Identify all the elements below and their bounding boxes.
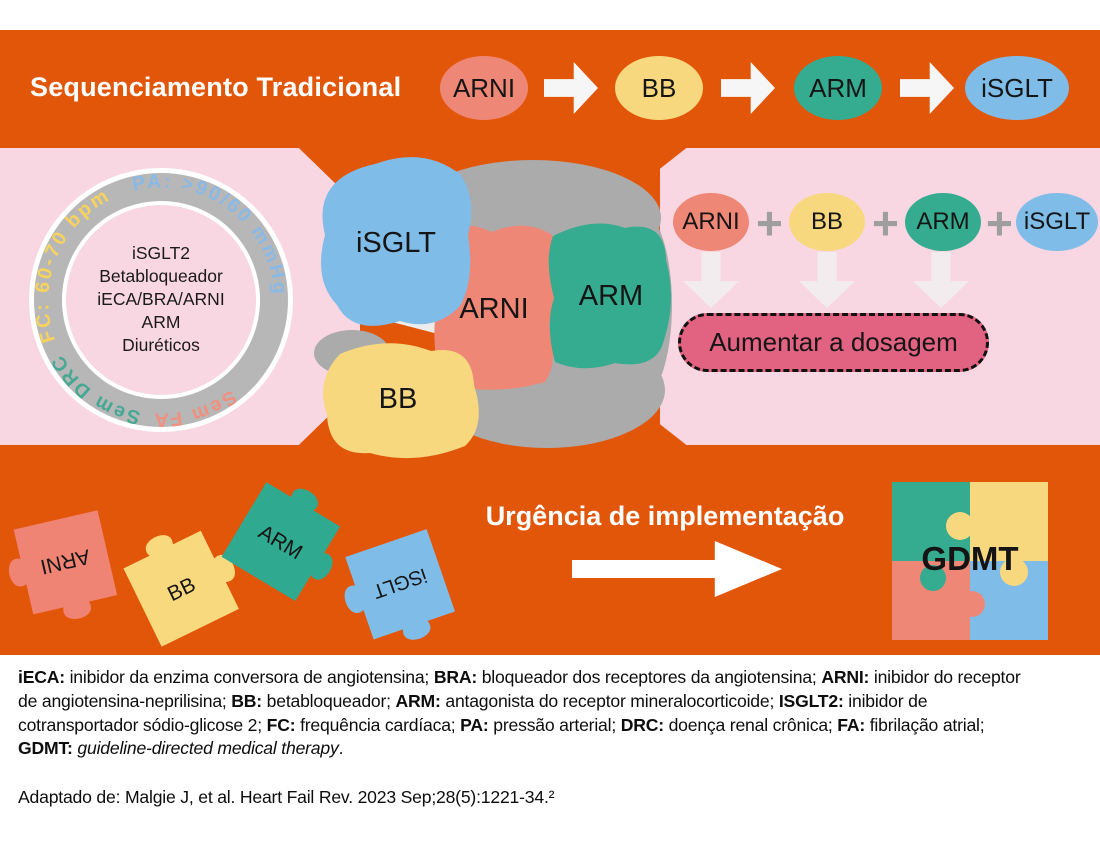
combo-item-label: iSGLT: [1023, 208, 1091, 235]
gdmt-label: GDMT: [921, 540, 1018, 577]
sequence-step-label: iSGLT: [981, 72, 1053, 103]
badge-drug-line: iSGLT2: [132, 243, 190, 263]
puzzle-piece-label: ARNI: [459, 293, 528, 325]
badge-drug-line: iECA/BRA/ARNI: [97, 289, 224, 309]
sequence-step-label: ARNI: [452, 72, 516, 103]
criteria-badge: FC: 60-70 bpm PA: >90/60 mmHg Sem FA Sem…: [29, 168, 293, 432]
puzzle-piece-shape: [8, 510, 118, 619]
plus-icon: +: [756, 197, 783, 249]
combo-item-label: ARM: [916, 208, 970, 235]
badge-drug-line: Betabloqueador: [99, 266, 223, 286]
plus-icon: +: [872, 197, 899, 249]
scattered-piece-arm: ARM: [221, 482, 341, 602]
combo-item-arm: ARM: [905, 193, 981, 251]
increase-dosage-box: Aumentar a dosagem: [678, 313, 989, 372]
badge-inner-fill: [66, 205, 256, 395]
page-title: Sequenciamento Tradicional: [30, 72, 402, 102]
footnote-line: cotransportador sódio-glicose 2; FC: fre…: [18, 714, 985, 735]
plus-icon: +: [986, 197, 1013, 249]
sequence-step-label: ARM: [809, 72, 867, 103]
footnote-line: GDMT: guideline-directed medical therapy…: [18, 738, 344, 759]
footnote-line: de angiotensina-neprilisina; BB: betablo…: [18, 690, 928, 711]
puzzle-piece-bb: [323, 343, 479, 459]
puzzle-piece-arm: [548, 223, 672, 369]
combo-item-bb: BB: [789, 193, 865, 251]
source-citation: Adaptado de: Malgie J, et al. Heart Fail…: [18, 787, 555, 807]
gdmt-piece-yellow: [970, 482, 1048, 561]
gdmt-knob: [959, 591, 985, 617]
combo-item-label: ARNI: [682, 208, 740, 235]
sequence-step-arm: ARM: [794, 56, 882, 120]
scattered-piece-isglt: iSGLT: [344, 529, 455, 640]
footnote-line: iECA: inibidor da enzima conversora de a…: [18, 667, 1021, 687]
combo-item-isglt: iSGLT: [1016, 193, 1098, 251]
scattered-piece-bb: BB: [123, 530, 239, 647]
urgency-title: Urgência de implementação: [485, 501, 845, 531]
gdmt-knob: [946, 512, 974, 540]
increase-dosage-label: Aumentar a dosagem: [709, 327, 958, 357]
scattered-piece-arni: ARNI: [8, 510, 118, 619]
gdmt-knob: [1000, 558, 1028, 586]
gdmt-puzzle: GDMT: [892, 482, 1048, 640]
badge-drug-line: ARM: [142, 312, 181, 332]
sequence-step-arni: ARNI: [440, 56, 528, 120]
puzzle-piece-label: BB: [379, 383, 418, 415]
sequence-step-isglt: iSGLT: [965, 56, 1069, 120]
puzzle-piece-shape: [344, 529, 455, 640]
puzzle-piece-label: ARM: [579, 280, 643, 312]
combo-item-label: BB: [810, 208, 843, 235]
central-puzzle: iSGLT BB ARNI ARM: [314, 157, 672, 459]
puzzle-piece-shape: [123, 530, 239, 647]
footnote: iECA: inibidor da enzima conversora de a…: [18, 666, 1090, 761]
sequence-step-bb: BB: [615, 56, 703, 120]
puzzle-piece-isglt: [321, 157, 472, 326]
sequence-step-label: BB: [641, 72, 677, 103]
puzzle-piece-label: iSGLT: [356, 227, 436, 259]
puzzle-piece-shape: [221, 482, 341, 602]
gdmt-knob: [920, 565, 946, 591]
badge-drug-line: Diuréticos: [122, 335, 200, 355]
combo-item-arni: ARNI: [673, 193, 749, 251]
right-pink-panel: [660, 148, 1100, 445]
